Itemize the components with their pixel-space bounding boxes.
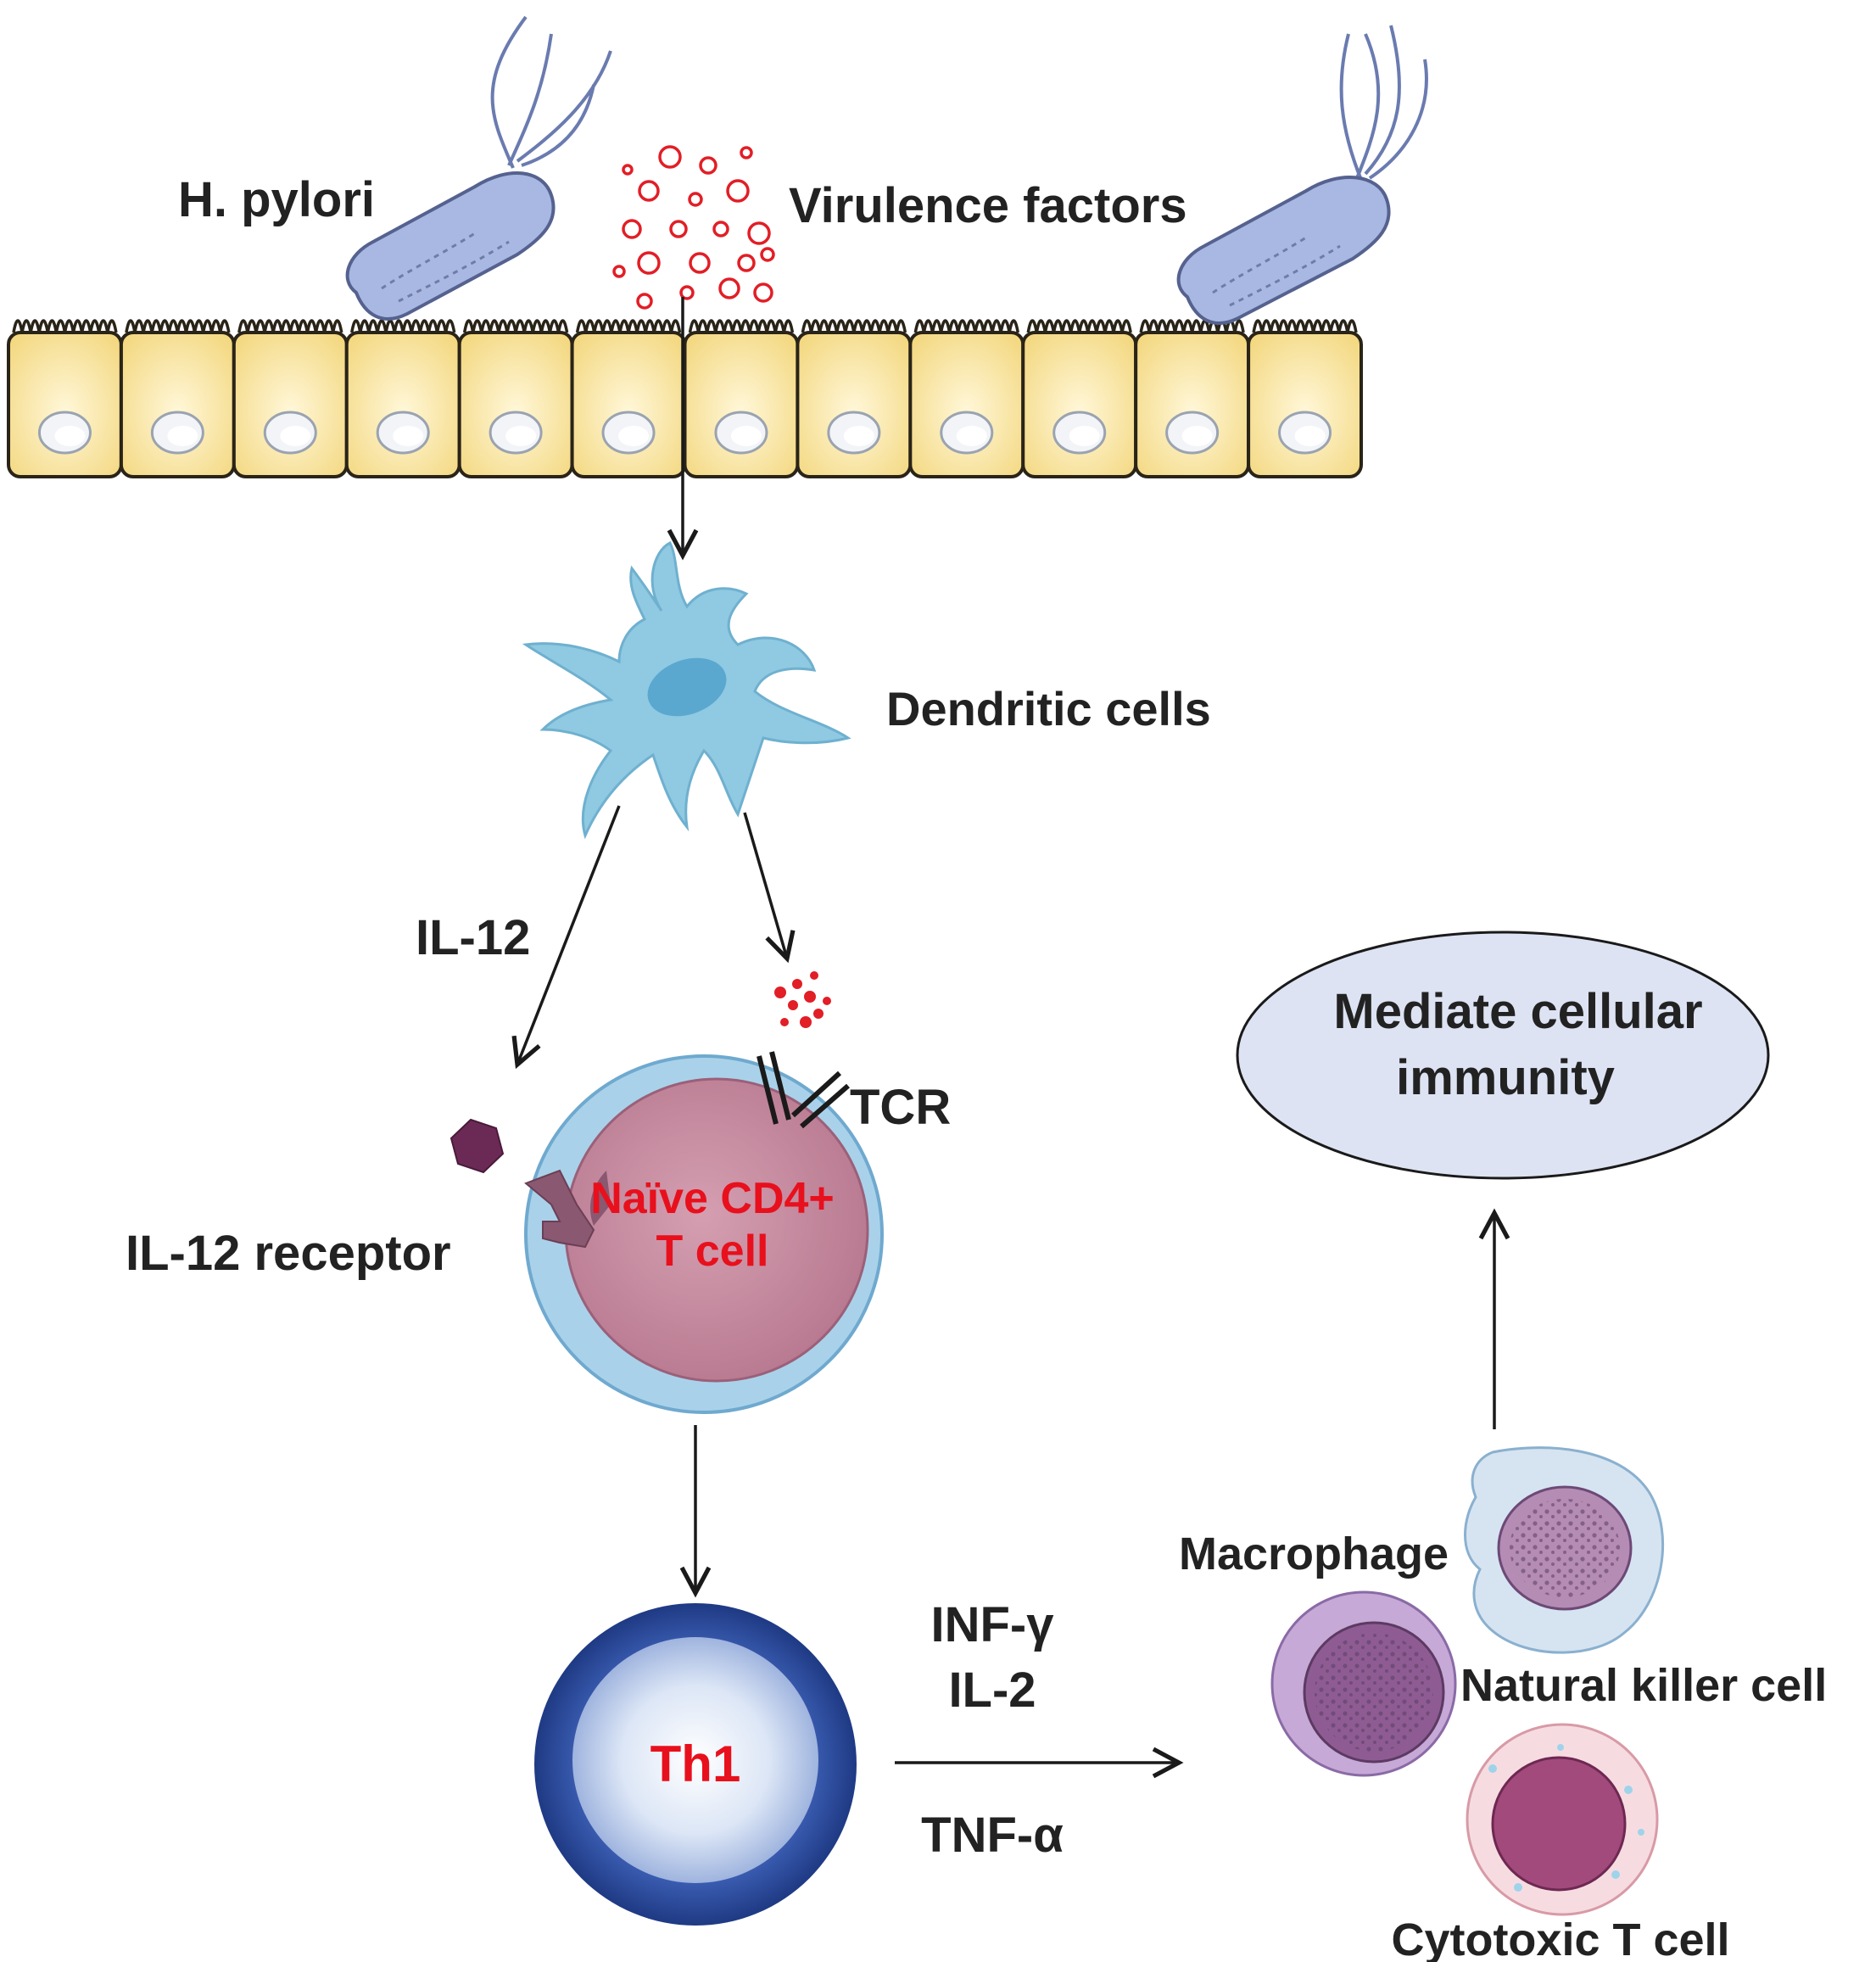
- macrophage: [1464, 1446, 1665, 1654]
- mediate-immunity-ellipse: [1236, 931, 1770, 1180]
- hexagon-icon: [449, 1118, 505, 1174]
- bacterium-left: [345, 15, 612, 321]
- virulence-particle: [718, 277, 740, 299]
- antigen-particle: [813, 1009, 824, 1019]
- th1-cell-icon: [534, 1603, 857, 1926]
- virulence-particle: [760, 247, 775, 262]
- epithelial-cell: [457, 319, 574, 478]
- virulence-particle: [689, 252, 711, 274]
- epithelial-cell: [796, 319, 913, 478]
- epithelium-layer: [7, 319, 1364, 478]
- label-il12-receptor: IL-12 receptor: [126, 1226, 451, 1281]
- nk-cell-icon: [1270, 1590, 1457, 1777]
- natural-killer-cell: [1270, 1590, 1457, 1777]
- t-cell-icon: [524, 1054, 884, 1414]
- antigen-particle: [788, 1000, 798, 1010]
- bacterium-right: [1176, 25, 1428, 325]
- receptor-icon: [757, 1051, 850, 1129]
- virulence-particle: [622, 219, 642, 239]
- antigen-particle: [823, 997, 831, 1005]
- virulence-particle: [740, 146, 753, 159]
- virulence-particle: [726, 179, 750, 203]
- antigen-particle: [810, 971, 818, 980]
- label-h-pylori: H. pylori: [178, 172, 375, 227]
- virulence-particle: [712, 221, 729, 238]
- label-inf-gamma: INF-γ: [931, 1597, 1055, 1652]
- antigen-particle: [792, 979, 802, 989]
- label-dendritic-cells: Dendritic cells: [886, 682, 1211, 735]
- antigen-particle: [800, 1016, 812, 1028]
- epithelial-cell: [344, 319, 461, 478]
- epithelial-cell: [1247, 319, 1364, 478]
- epithelial-cell: [232, 319, 349, 478]
- virulence-particle: [737, 254, 756, 272]
- label-il12: IL-12: [416, 910, 530, 965]
- virulence-particle: [612, 265, 626, 278]
- label-virulence-factors: Virulence factors: [789, 178, 1187, 233]
- epithelial-cell: [7, 319, 123, 478]
- il12-receptor-shape: [524, 1169, 611, 1249]
- virulence-particle: [636, 293, 653, 310]
- antigen-particles: [774, 971, 831, 1028]
- virulence-particle: [638, 180, 660, 202]
- label-tnf-alpha: TNF-α: [921, 1808, 1064, 1863]
- bacterium-icon: [345, 15, 612, 321]
- epithelial-cell: [683, 319, 800, 478]
- label-mediate-line1: Mediate cellular: [1333, 984, 1702, 1039]
- antigen-particle: [780, 1018, 789, 1026]
- naive-cd4-t-cell: [449, 971, 884, 1414]
- cytotoxic-t-cell: [1466, 1723, 1659, 1916]
- virulence-particle: [669, 220, 688, 238]
- dendritic-cell: [522, 540, 851, 840]
- dendritic-cell-icon: [522, 540, 851, 840]
- arrow-dendritic-to-il12-receptor: [511, 805, 621, 1070]
- virulence-particle: [622, 164, 634, 176]
- label-il2: IL-2: [948, 1663, 1036, 1718]
- virulence-particle: [658, 145, 682, 169]
- virulence-particle: [699, 156, 717, 175]
- label-th1: Th1: [650, 1736, 741, 1792]
- bacterium-icon: [1176, 25, 1428, 325]
- virulence-particle: [747, 221, 771, 245]
- virulence-particle: [679, 285, 695, 300]
- virulence-particle: [753, 282, 773, 303]
- label-tcr: TCR: [850, 1080, 951, 1135]
- epithelial-cell: [119, 319, 236, 478]
- label-naive-cd4-line2: T cell: [656, 1227, 769, 1276]
- macrophage-icon: [1464, 1446, 1665, 1654]
- epithelial-cell: [908, 319, 1025, 478]
- antigen-particle: [774, 987, 786, 998]
- label-cytotoxic-t-cell: Cytotoxic T cell: [1391, 1914, 1729, 1962]
- virulence-particle: [637, 251, 661, 275]
- antigen-particle: [804, 991, 816, 1003]
- epithelial-cell: [570, 319, 687, 478]
- virulence-particle: [688, 192, 703, 207]
- label-mediate-line2: immunity: [1396, 1050, 1615, 1105]
- epithelial-cell: [1021, 319, 1138, 478]
- label-macrophage: Macrophage: [1179, 1529, 1449, 1579]
- label-natural-killer-cell: Natural killer cell: [1460, 1660, 1827, 1711]
- cytotoxic-t-cell-icon: [1466, 1723, 1659, 1916]
- label-naive-cd4-line1: Naïve CD4+: [590, 1174, 835, 1223]
- arrow-dendritic-to-tcr: [743, 812, 796, 964]
- epithelial-cell: [1134, 319, 1251, 478]
- th1-cell: [534, 1603, 857, 1926]
- virulence-factor-particles: [612, 145, 775, 310]
